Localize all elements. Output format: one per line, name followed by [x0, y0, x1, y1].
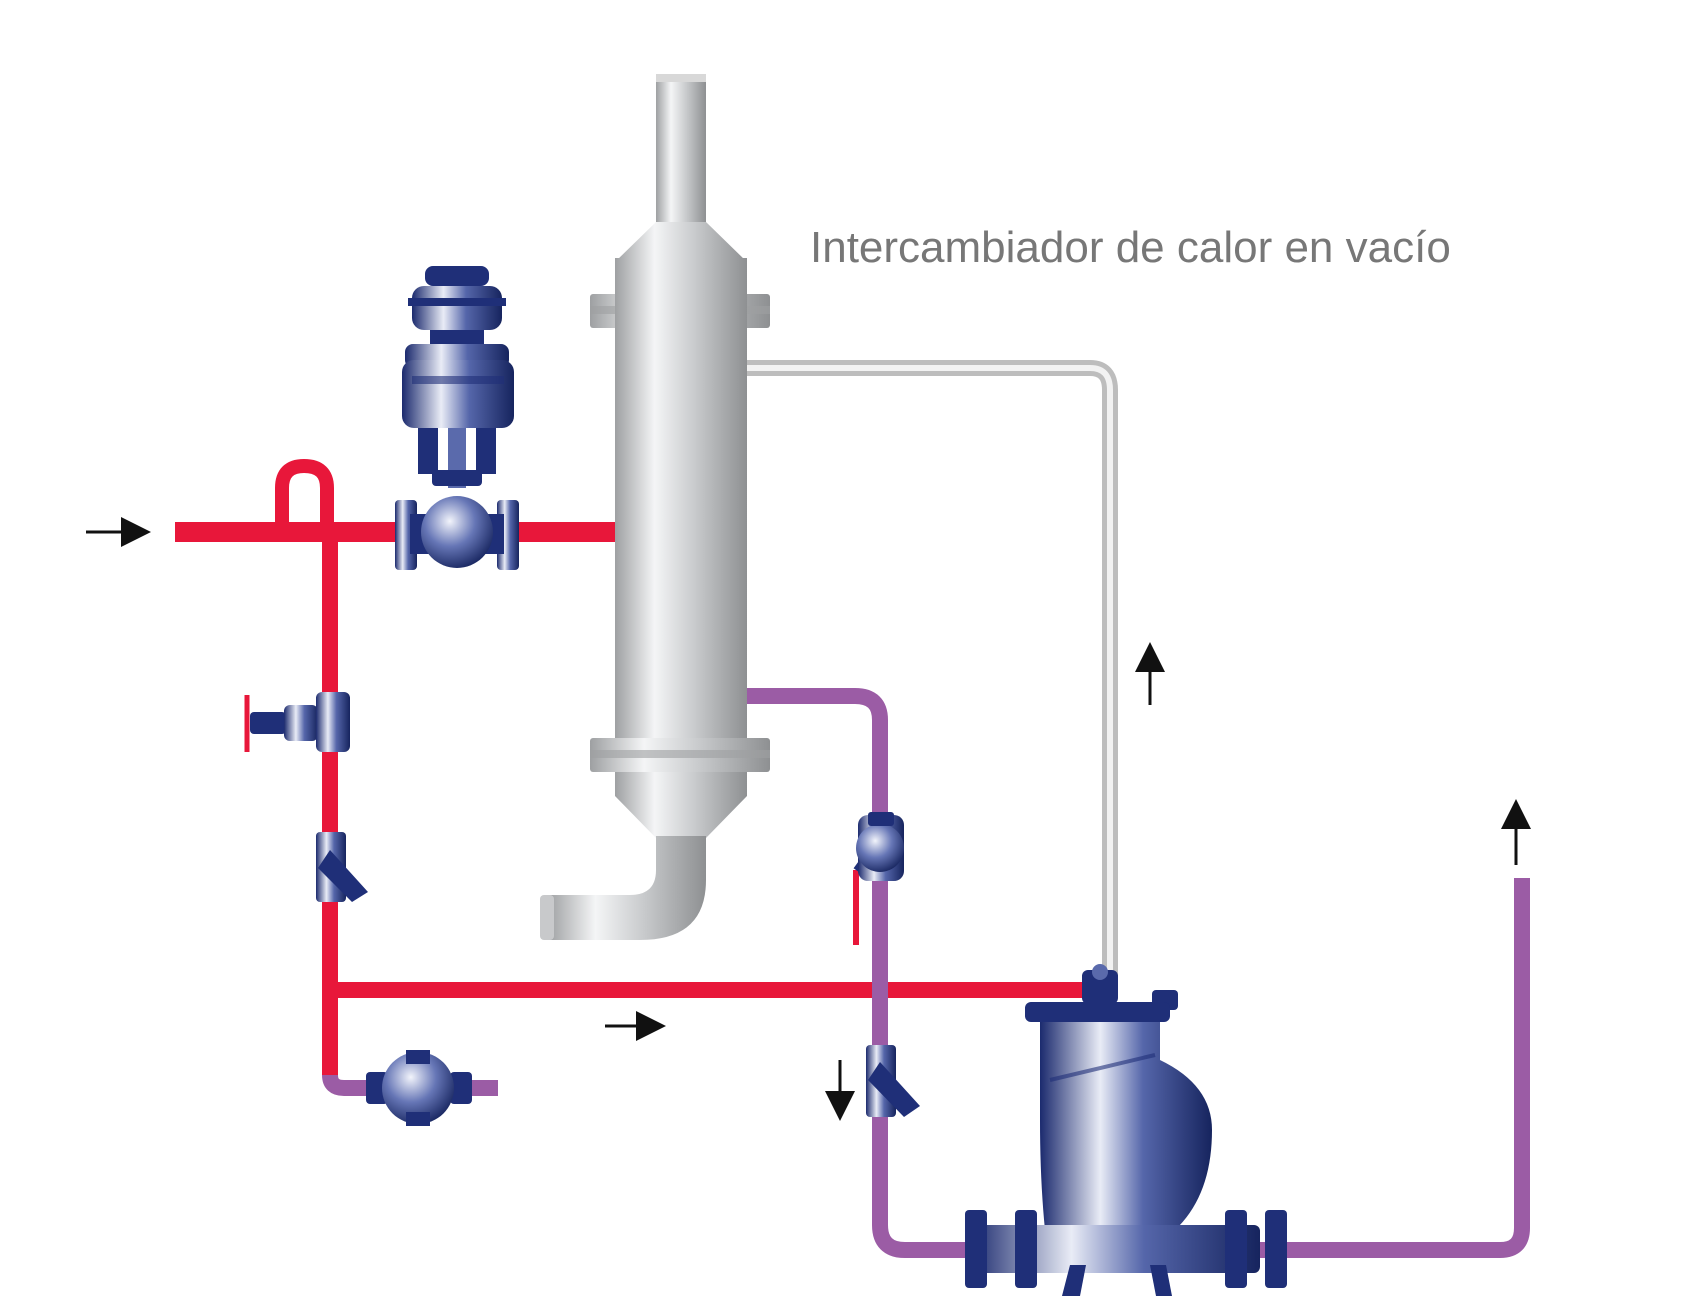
exchanger-float-trap — [853, 812, 904, 945]
condensate-lines — [322, 688, 1530, 1258]
valve-positioner — [402, 360, 514, 428]
drip-steam-trap — [366, 1050, 472, 1126]
diagram-caption: Intercambiador de calor en vacío — [810, 223, 1451, 272]
pressure-powered-pump — [965, 964, 1287, 1296]
top-cone — [615, 222, 747, 262]
steam-inlet-loop — [275, 459, 334, 532]
steam-strainer — [316, 832, 368, 902]
bottom-elbow-outlet — [548, 836, 706, 940]
stop-valve — [244, 692, 350, 752]
valve-body — [421, 496, 493, 568]
flow-arrows — [86, 517, 1531, 1121]
vacuum-heat-exchanger — [540, 74, 770, 940]
exchanger-shell — [615, 258, 747, 796]
condensate-strainer — [866, 1045, 920, 1117]
pump-body — [1040, 1022, 1212, 1250]
vent-line — [745, 360, 1118, 985]
trap-discharge-line — [322, 1074, 498, 1096]
pneumatic-control-valve — [395, 266, 519, 570]
pump-discharge-line — [1200, 878, 1530, 1258]
bottom-cone — [615, 796, 747, 838]
exchanger-condensate-line — [747, 688, 1050, 1258]
